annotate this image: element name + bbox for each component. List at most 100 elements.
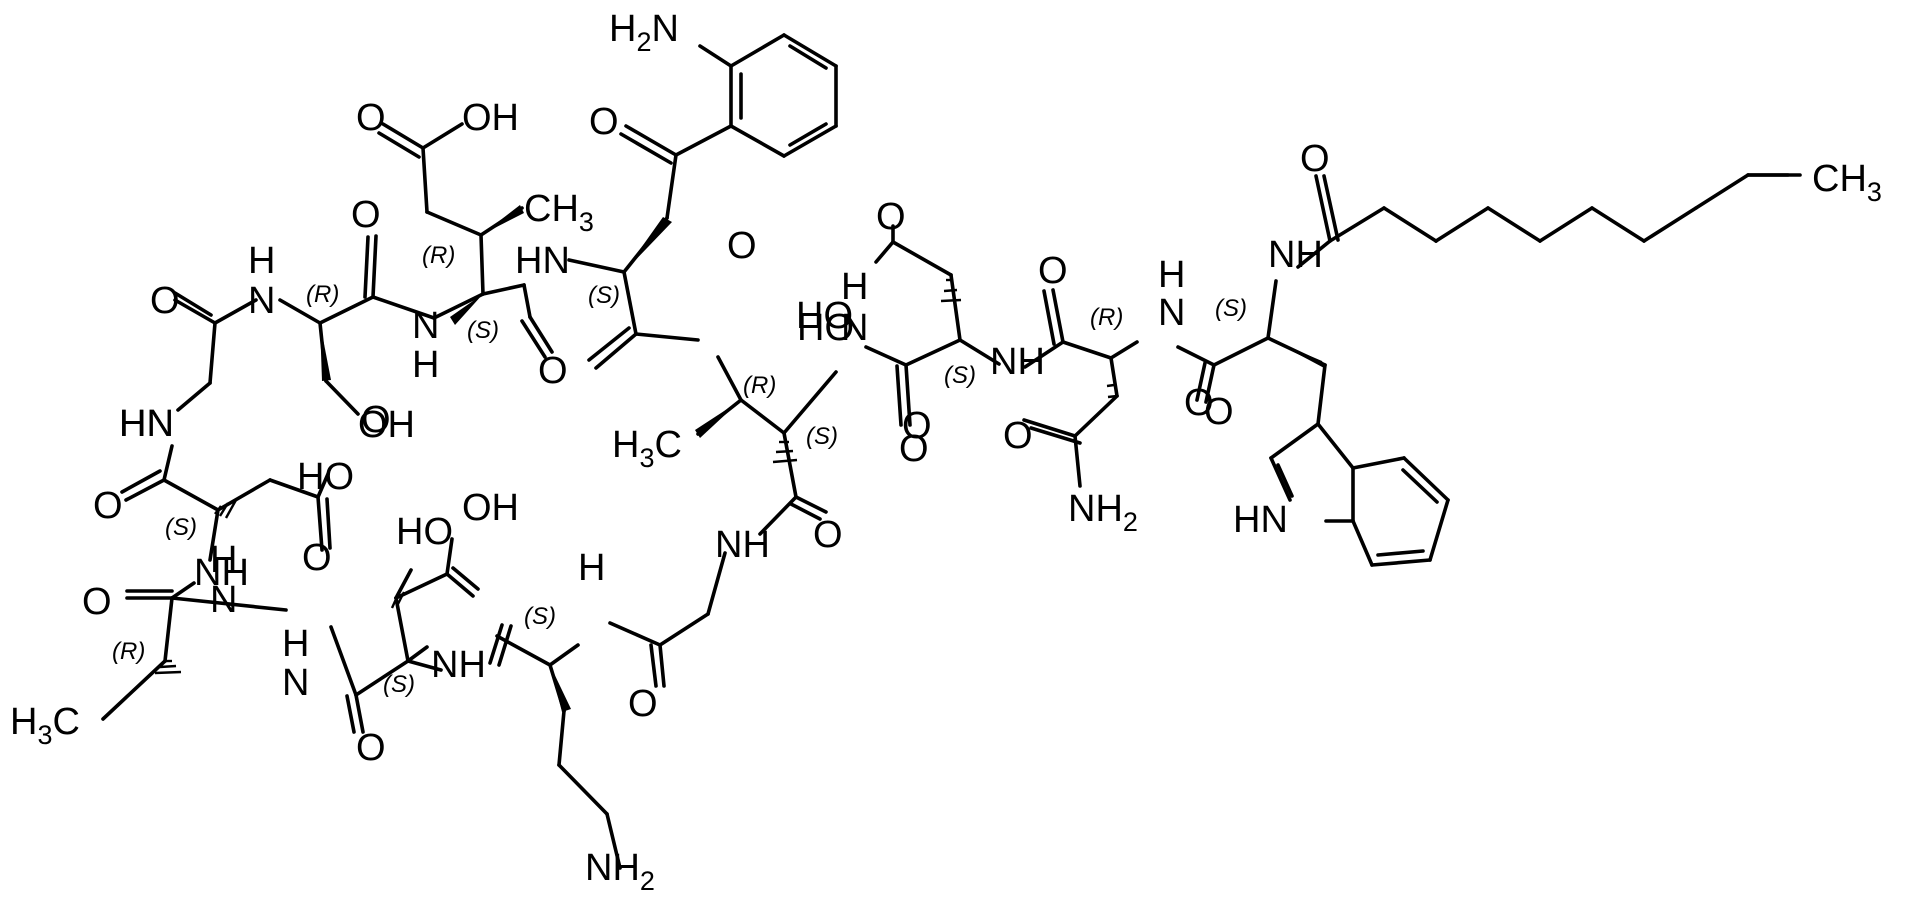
bond <box>101 659 167 721</box>
bond <box>278 298 322 325</box>
atom-label: O <box>1184 382 1214 424</box>
wedge-bond <box>695 400 741 438</box>
bond <box>1402 456 1450 502</box>
bond <box>1351 519 1374 567</box>
bond <box>324 379 360 416</box>
atom-label: HO <box>396 511 453 553</box>
bond <box>794 495 828 514</box>
bond <box>674 124 733 157</box>
atom-label: CH3 <box>524 188 594 237</box>
bond <box>520 319 547 359</box>
wedge-bond <box>450 294 483 325</box>
atom-label: OH <box>462 97 519 139</box>
bonds <box>101 33 1802 870</box>
bond <box>1296 239 1332 269</box>
bond <box>381 122 425 150</box>
atom-label: O <box>82 581 112 623</box>
bond <box>1322 174 1340 242</box>
atom-label: H <box>1158 254 1185 296</box>
stereo-label: (R) <box>306 281 339 308</box>
hash <box>390 587 403 609</box>
bond <box>1269 456 1292 502</box>
hash <box>772 458 798 464</box>
bond <box>316 495 324 552</box>
stereo-label: (S) <box>588 282 620 309</box>
atom-label: OH <box>358 404 415 446</box>
atom-label: HN <box>1233 499 1288 541</box>
stereo-label: (S) <box>944 362 976 389</box>
bond <box>1073 394 1119 438</box>
bond <box>1204 363 1216 404</box>
atom-labels: H2N O O OH CH3 HN O H N O N H O O H N N … <box>10 8 1882 896</box>
bond <box>173 291 213 317</box>
bond <box>605 812 622 870</box>
stereo-label: (S) <box>524 603 556 630</box>
bond <box>488 623 504 665</box>
stereo-label: (R) <box>112 638 145 665</box>
bond <box>958 338 1001 366</box>
stereo-labels: (R) (R) (S) (S) (S) (R) (S) (S) (R) (S) … <box>112 242 1247 698</box>
bond <box>782 370 838 435</box>
hash <box>940 298 962 303</box>
atom-label: N <box>282 662 309 704</box>
bond <box>1434 206 1490 243</box>
bond <box>716 355 743 402</box>
atom-label: O <box>538 350 568 392</box>
atom-label: N <box>210 579 237 621</box>
bond <box>1538 206 1594 243</box>
bond <box>1029 426 1082 445</box>
bond <box>874 240 895 264</box>
bond <box>789 502 822 521</box>
atom-label: NH2 <box>585 847 655 896</box>
atom-label: H2N <box>609 8 679 57</box>
bond <box>904 338 962 367</box>
bond <box>1051 288 1065 344</box>
bond <box>432 292 485 320</box>
bond <box>904 363 912 427</box>
bond <box>1382 206 1438 243</box>
atom-label: O <box>150 280 180 322</box>
bond <box>1195 361 1207 402</box>
atom-label: HN <box>515 240 570 282</box>
atom-label: N <box>841 307 868 349</box>
bond <box>1276 463 1294 498</box>
atom-label: NH2 <box>1068 488 1138 537</box>
hash <box>1106 383 1115 388</box>
bond <box>729 33 786 68</box>
bond <box>1073 434 1082 488</box>
bond <box>421 146 429 214</box>
atom-label: H3C <box>612 424 682 473</box>
bond <box>1176 345 1216 367</box>
bond <box>594 332 638 370</box>
bond <box>622 270 638 336</box>
bond <box>891 240 953 277</box>
hash <box>218 502 230 517</box>
atom-label: H <box>578 547 605 589</box>
bond <box>788 122 828 147</box>
bond <box>425 210 483 237</box>
wedge-bond <box>550 665 571 712</box>
bond <box>619 132 673 165</box>
bond <box>497 624 513 667</box>
stereo-label: (S) <box>165 514 197 541</box>
hash <box>396 591 406 605</box>
bond <box>354 693 365 734</box>
bond <box>316 472 330 499</box>
stereo-label: (R) <box>422 242 455 269</box>
hashed-bonds <box>154 278 1118 675</box>
bond <box>698 44 733 68</box>
hash <box>154 670 182 675</box>
bond <box>1694 173 1750 210</box>
bond <box>371 234 378 299</box>
atom-label: HO <box>796 295 853 337</box>
atom-label: HO <box>797 307 854 349</box>
bond <box>624 124 678 157</box>
atom-label: O <box>361 399 391 441</box>
bond <box>421 122 464 150</box>
bond <box>608 621 662 647</box>
atom-label: O <box>876 196 906 238</box>
bond <box>354 659 410 697</box>
bond <box>1351 456 1406 470</box>
bond <box>665 153 678 220</box>
hash <box>943 288 958 293</box>
